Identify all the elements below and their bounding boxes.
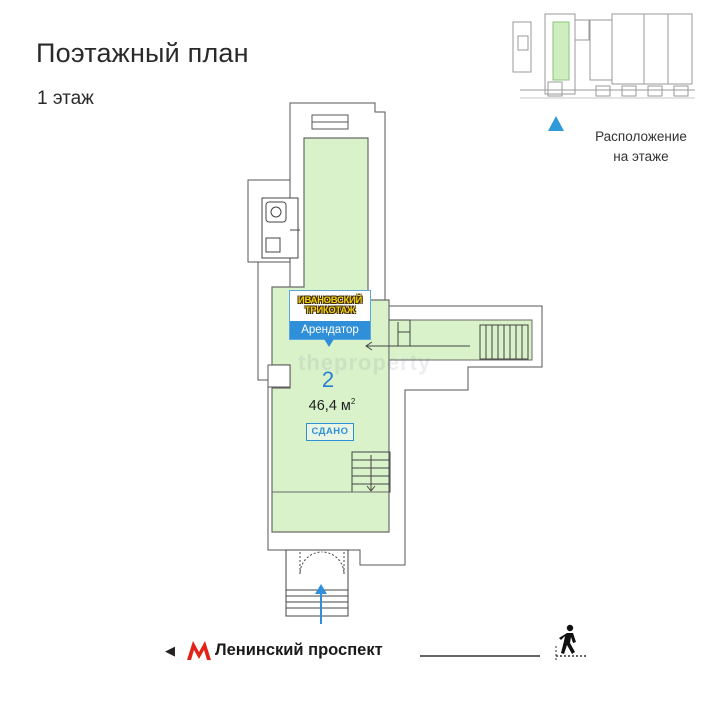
locator-label-line1: Расположение [595,129,687,144]
mini-floor-map [512,13,695,99]
tenant-logo: ИВАНОВСКИЙ ТРИКОТАЖ [290,291,370,321]
tenant-card[interactable]: ИВАНОВСКИЙ ТРИКОТАЖ Арендатор [289,290,371,340]
left-arrow-icon: ◀ [165,643,175,658]
pillar [267,364,291,388]
locator-label-line2: на этаже [613,149,669,164]
metro-m-icon [187,641,211,660]
tenant-pointer-icon [324,339,334,347]
entrance-porch [285,549,349,617]
tenant-logo-line1: ИВАНОВСКИЙ [297,295,363,306]
street-name: Ленинский проспект [215,641,383,659]
unit-number[interactable]: 2 [321,367,335,392]
status-badge: СДАНО [306,423,354,441]
corridor [388,319,533,361]
pedestrian-icon [559,624,576,654]
stairs-right [365,319,529,360]
tenant-logo-line2: ТРИКОТАЖ [304,305,356,316]
floor-label: 1 этаж [37,88,94,109]
tenant-tag: Арендатор [290,321,370,339]
watermark: theproperty [298,350,432,375]
location-marker-icon [548,116,564,131]
entrance-arrow-icon [315,584,327,624]
page-title: Поэтажный план [36,38,249,68]
unit-area: 46,4 м2 [300,397,364,414]
bathroom [261,197,300,259]
unit-area-unit-sup: 2 [350,397,356,406]
locator-label: Расположение на этаже [586,127,696,167]
unit-area-value: 46,4 м [308,397,351,414]
